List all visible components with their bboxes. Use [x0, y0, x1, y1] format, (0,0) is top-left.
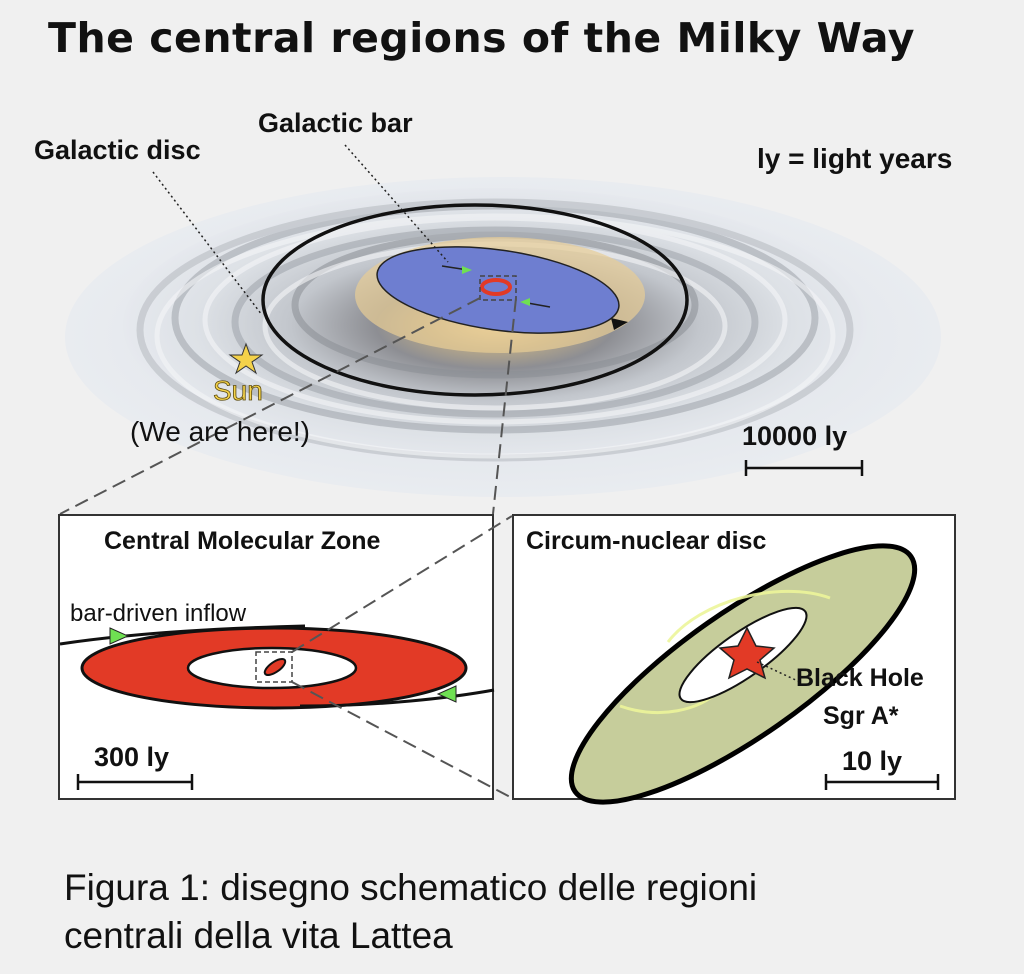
cmz-zoom-box [255, 651, 293, 683]
galactic-bar [376, 246, 620, 334]
caption-line-1: Figura 1: disegno schematico delle regio… [64, 867, 758, 908]
bar-leader [344, 144, 449, 263]
black-hole-label: Black Hole [796, 664, 924, 692]
cnd-streamer-upper [666, 590, 831, 643]
cmz-inflow-arrow-bottom [436, 685, 457, 703]
cnd-scale-label: 10 ly [842, 746, 903, 776]
sgr-a-star-icon [718, 626, 776, 680]
bar-inflow-arrow-top-head [462, 266, 472, 274]
cmz-inflow-label: bar-driven inflow [70, 600, 247, 627]
galactic-bar-label: Galactic bar [258, 108, 413, 138]
sun-label: Sun [213, 375, 264, 406]
galactic-disc-label: Galactic disc [34, 135, 201, 165]
sun-star-icon [228, 342, 264, 375]
cmz-scale-label: 300 ly [94, 742, 170, 772]
cnd-title: Circum-nuclear disc [526, 527, 767, 555]
we-are-here-label: (We are here!) [130, 416, 310, 447]
cnd-zoom-line-top [291, 515, 513, 653]
figure-caption: Figura 1: disegno schematico delle regio… [64, 864, 757, 960]
central-ring-small [480, 278, 512, 296]
sgr-a-label: Sgr A* [823, 702, 899, 730]
orbit-arrow-head [611, 318, 628, 330]
cmz-inflow-arrow-top [109, 627, 130, 645]
bar-inflow-arrow-bottom-head [520, 298, 530, 306]
diagram-title: The central regions of the Milky Way [48, 14, 916, 62]
light-years-legend: ly = light years [757, 143, 953, 174]
caption-line-2: centrali della vita Lattea [64, 915, 453, 956]
zoom-line-left [59, 297, 481, 515]
spiral-arms-light [154, 213, 836, 459]
cmz-inflow-line-bottom [299, 688, 495, 708]
main-scale-label: 10000 ly [742, 421, 848, 451]
cmz-cnd-small [263, 657, 287, 677]
cmz-title: Central Molecular Zone [104, 527, 381, 555]
center-zoom-box [479, 275, 517, 301]
zoom-line-right [492, 297, 517, 515]
sun-orbit [261, 203, 689, 397]
